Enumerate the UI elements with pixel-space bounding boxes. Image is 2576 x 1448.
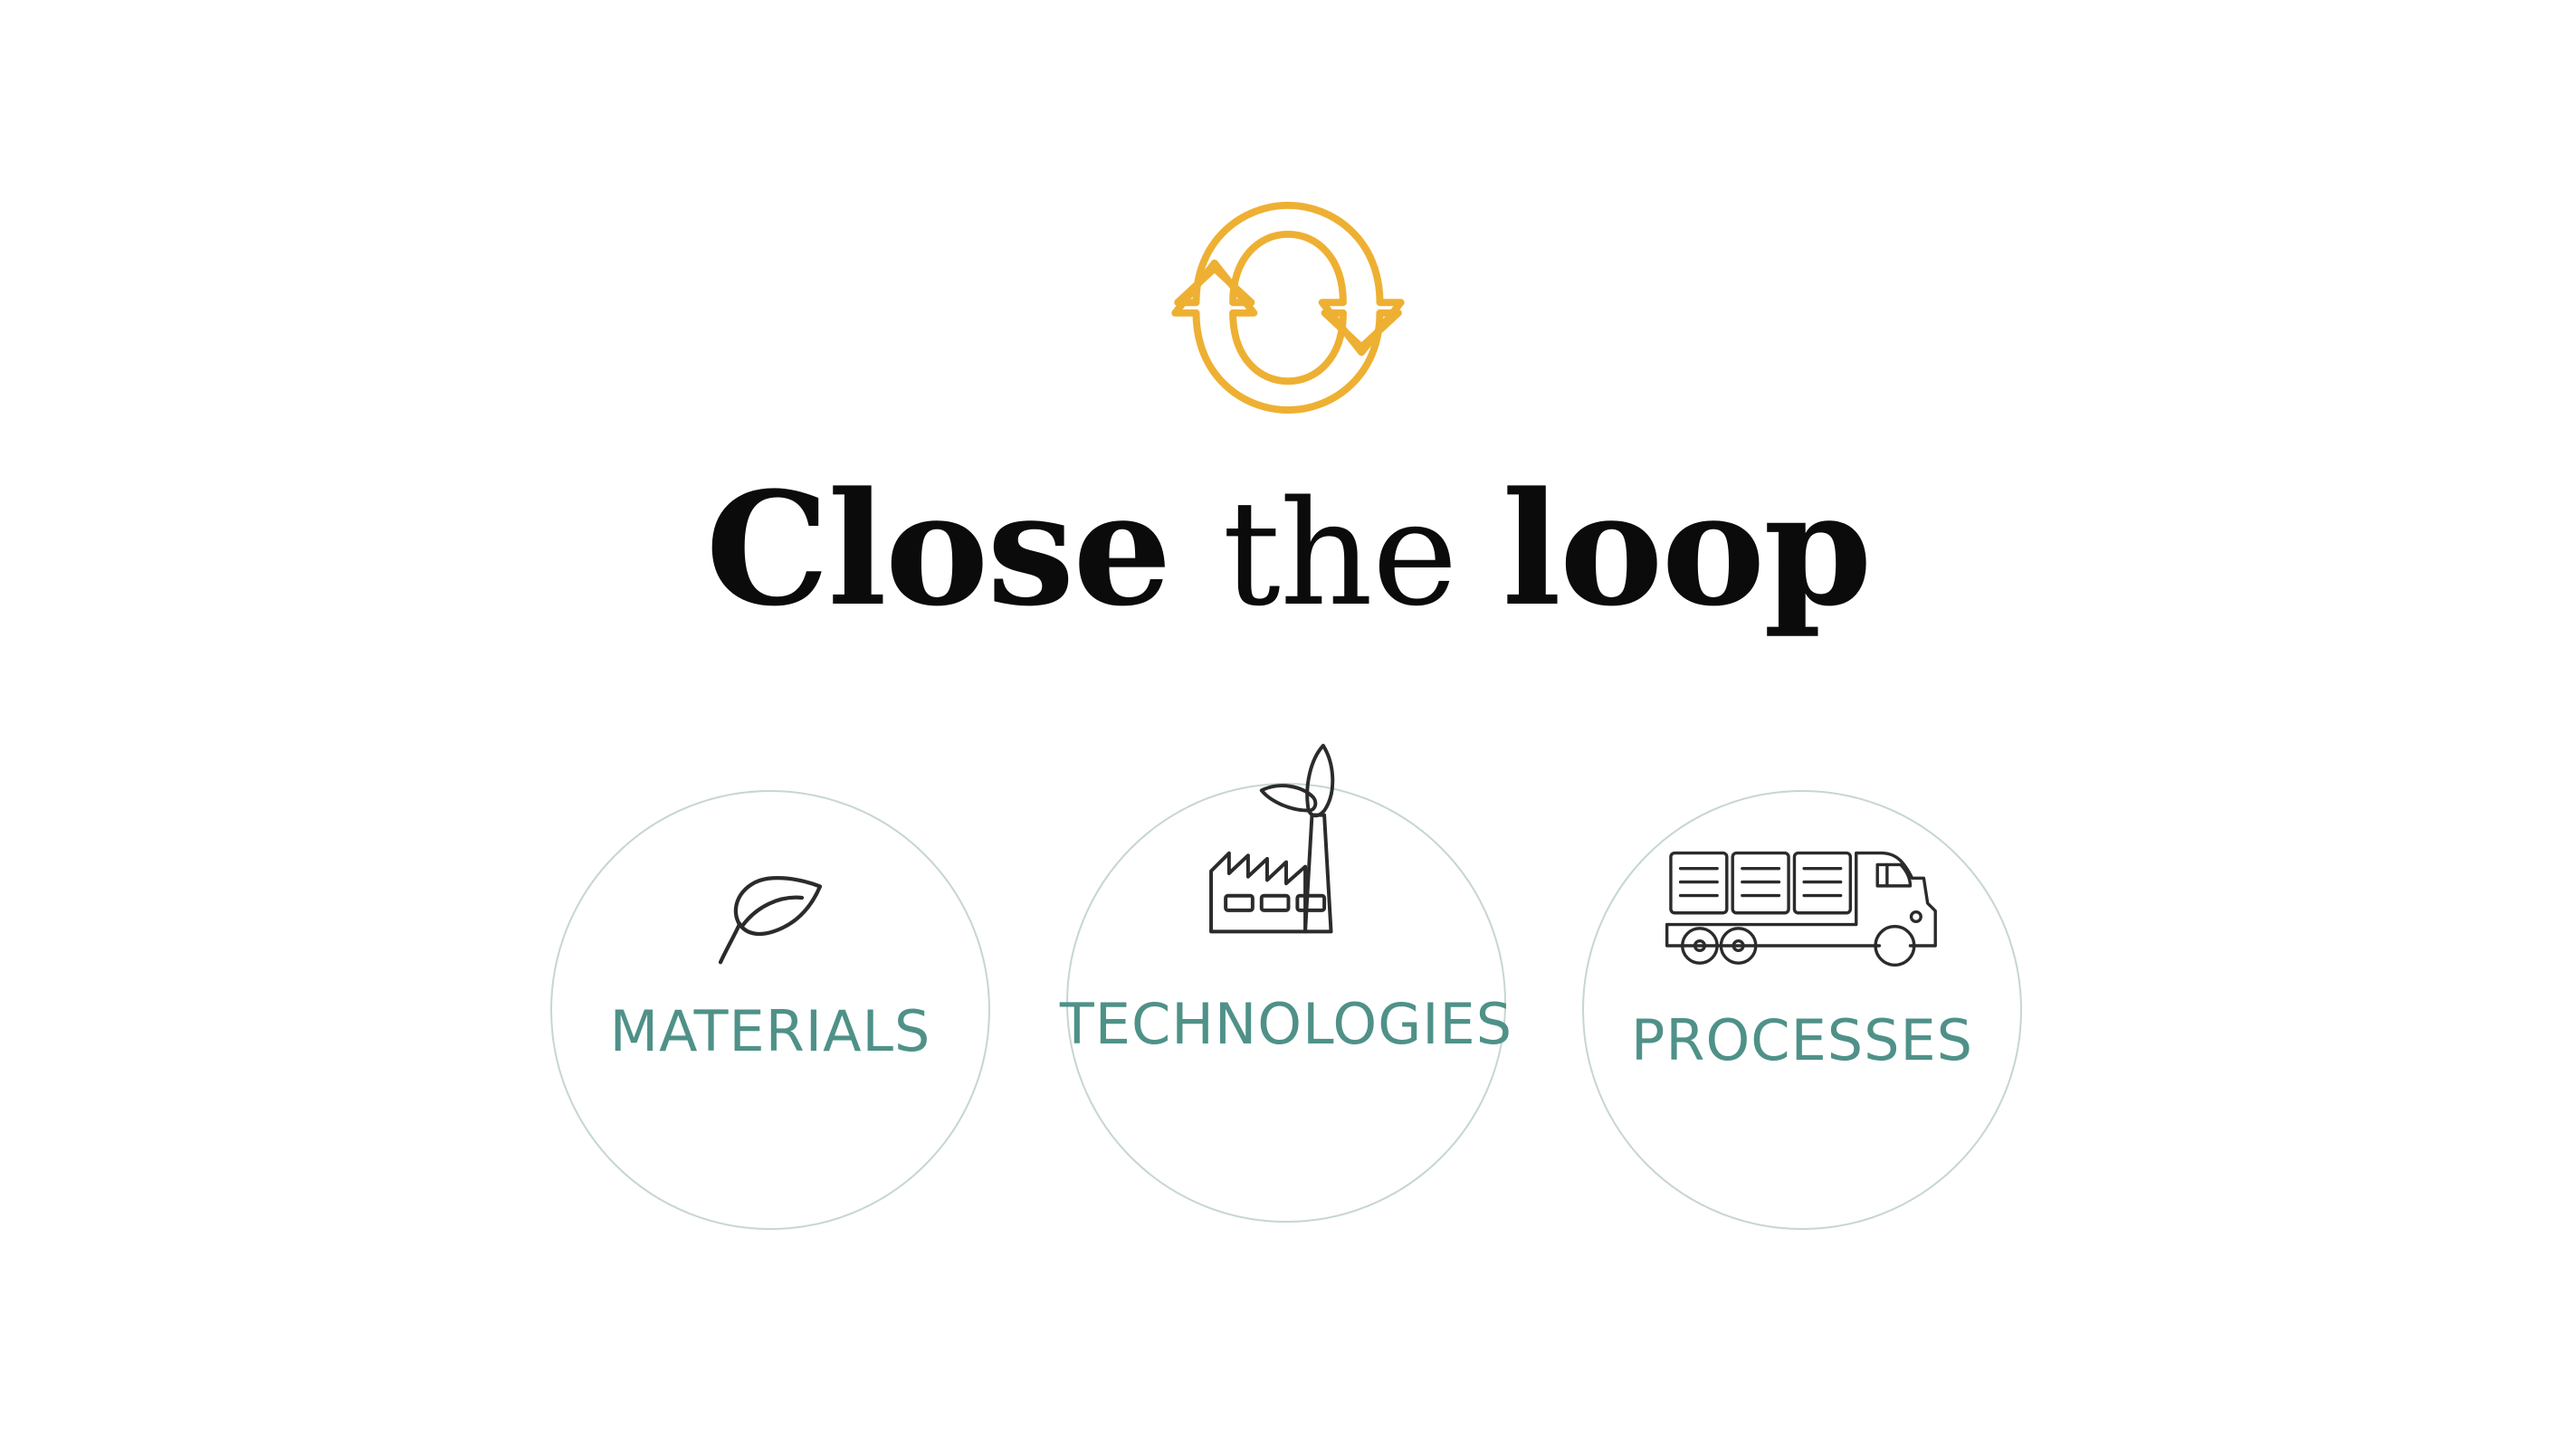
pillar-circle-row: MATERIALS (0, 743, 2576, 1235)
headline-word-loop: loop (1502, 457, 1872, 642)
page-title: Close the loop (0, 472, 2576, 627)
leaf-icon (702, 848, 838, 984)
delivery-truck-icon (1653, 830, 1951, 975)
pillar-label-materials: MATERIALS (609, 998, 931, 1064)
pillar-label-technologies: TECHNOLOGIES (1059, 991, 1513, 1057)
recycling-loop-icon (1157, 176, 1419, 439)
pillar-circle-processes[interactable]: PROCESSES (1582, 790, 2022, 1230)
pillar-label-processes: PROCESSES (1631, 1007, 1973, 1073)
factory-with-leaves-icon (1173, 732, 1399, 967)
headline-word-the: the (1222, 469, 1503, 639)
headline-word-close: Close (705, 457, 1223, 642)
pillar-circle-technologies[interactable]: TECHNOLOGIES (1060, 743, 1512, 1223)
pillar-circle-materials[interactable]: MATERIALS (550, 790, 990, 1230)
